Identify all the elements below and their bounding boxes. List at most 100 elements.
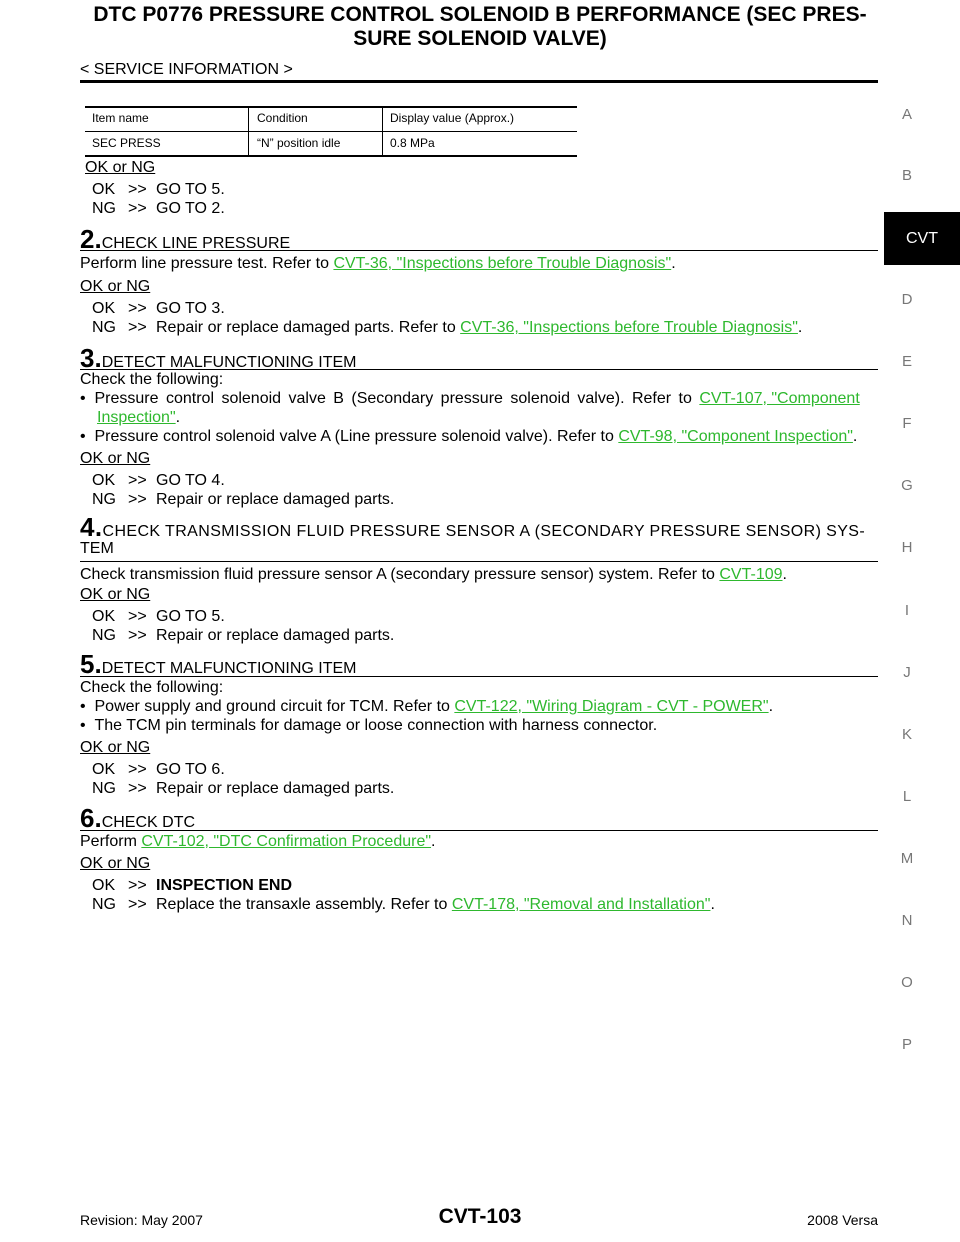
reference-link[interactable]: CVT-98, "Component Inspection" [618,428,853,445]
table-header-item-name: Item name [92,111,149,125]
page-title-line-2: SURE SOLENOID VALVE) [353,27,607,50]
bullet-text: Pressure control solenoid valve B (Secon… [94,390,700,407]
bullet-text: Power supply and ground circuit for TCM.… [94,698,455,715]
side-index-e[interactable]: E [901,353,912,370]
side-index-m[interactable]: M [900,850,914,867]
ng-label: NG [92,319,116,336]
table-cell: SEC PRESS [92,136,161,150]
page-title-line-1: DTC P0776 PRESSURE CONTROL SOLENOID B PE… [93,3,867,26]
step-intro: Check the following: [80,371,224,388]
ng-result: NG >> GO TO 2. [92,200,225,218]
step-body-text: Perform [80,833,142,850]
step-heading: 2.CHECK LINE PRESSURE [80,224,290,255]
table-header-condition: Condition [257,111,308,125]
reference-link[interactable]: Inspection" [97,409,176,426]
side-index-n[interactable]: N [901,912,913,929]
arrow-label: >> [128,761,147,778]
step-intro: Check the following: [80,679,224,696]
side-index-p[interactable]: P [901,1036,912,1053]
side-index-f[interactable]: F [902,415,912,432]
step-number: 3. [80,343,102,373]
ok-or-ng-label: OK or NG [80,855,151,872]
ng-action: Replace the transaxle assembly. Refer to [156,896,452,913]
reference-link[interactable]: CVT-178, "Removal and Installation" [451,896,711,913]
ng-action: Repair or replace damaged parts. [156,627,395,644]
ok-label: OK [92,608,116,625]
bullet-text: Pressure control solenoid valve A (Line … [94,428,619,445]
arrow-label: >> [128,627,147,644]
bullet-item: • The TCM pin terminals for damage or lo… [80,717,658,734]
reference-link[interactable]: CVT-36, "Inspections before Trouble Diag… [333,255,672,272]
table-cell: 0.8 MPa [390,136,435,150]
table-divider [248,106,249,156]
side-index-a[interactable]: A [901,106,912,123]
ok-label: OK [92,472,116,489]
reference-link[interactable]: CVT-36, "Inspections before Trouble Diag… [460,319,798,336]
ok-result: OK>>INSPECTION END [92,877,292,895]
step-body: Check transmission fluid pressure sensor… [80,566,787,583]
side-index-h[interactable]: H [901,539,913,556]
table-top-rule [85,106,577,108]
step-rule [80,369,878,370]
step-number: 2. [80,224,102,254]
arrow-label: >> [128,200,147,217]
table-header-display-value: Display value (Approx.) [390,111,515,125]
ok-action: GO TO 3. [156,300,225,317]
ok-label: OK [92,181,116,198]
breadcrumb: < SERVICE INFORMATION > [80,61,293,78]
table-cell: “N” position idle [257,136,341,150]
ok-result: OK>>GO TO 4. [92,472,225,490]
side-index-i[interactable]: I [904,602,910,619]
ng-action: Repair or replace damaged parts. Refer t… [156,319,461,336]
table-header-row: Item name Condition Display value (Appro… [85,106,577,131]
ok-result: OK>>GO TO 6. [92,761,225,779]
parameter-table: Item name Condition Display value (Appro… [85,106,577,157]
arrow-label: >> [128,300,147,317]
bullet-item: • Pressure control solenoid valve B (Sec… [80,390,860,407]
reference-link[interactable]: CVT-122, "Wiring Diagram - CVT - POWER" [454,698,769,715]
table-bottom-rule [85,155,577,157]
side-index-k[interactable]: K [901,726,912,743]
ok-label: OK [92,300,116,317]
side-index-j[interactable]: J [903,664,911,681]
side-index-l[interactable]: L [902,788,912,805]
ok-result: OK >> GO TO 3. [92,300,225,318]
table-row: SEC PRESS “N” position idle 0.8 MPa [85,131,577,156]
ng-result: NG >> Repair or replace damaged parts. [92,627,394,645]
side-index-g[interactable]: G [901,477,913,494]
ok-or-ng-label: OK or NG [80,739,151,756]
bullet-item: • Pressure control solenoid valve A (Lin… [80,428,858,445]
bullet-item: • Power supply and ground circuit for TC… [80,698,774,715]
ng-label: NG [92,627,116,644]
ng-result: NG>>Repair or replace damaged parts. Ref… [92,319,803,336]
ok-or-ng-label: OK or NG [80,586,151,603]
ng-result: NG>>Repair or replace damaged parts. [92,491,394,509]
reference-link[interactable]: CVT-109 [719,566,783,583]
ng-action: Repair or replace damaged parts. [156,491,395,508]
ok-or-ng-label: OK or NG [80,278,151,295]
step-heading: 3.DETECT MALFUNCTIONING ITEM [80,343,357,374]
ng-label: NG [92,896,116,913]
step-rule [80,561,878,562]
reference-link[interactable]: CVT-102, "DTC Confirmation Procedure" [141,833,432,850]
ng-action: GO TO 2. [156,200,225,217]
step-body: Perform line pressure test. Refer to CVT… [80,255,676,272]
arrow-label: >> [128,472,147,489]
step-heading: 5.DETECT MALFUNCTIONING ITEM [80,649,357,680]
reference-link[interactable]: CVT-107, "Component [699,390,860,407]
step-heading: 4.CHECK TRANSMISSION FLUID PRESSURE SENS… [80,512,865,543]
page-title: DTC P0776 PRESSURE CONTROL SOLENOID B PE… [0,3,960,51]
arrow-label: >> [128,181,147,198]
ng-label: NG [92,200,116,217]
arrow-label: >> [128,608,147,625]
side-index-o[interactable]: O [901,974,913,991]
side-index-b[interactable]: B [901,167,912,184]
bullet-continuation: Inspection". [97,409,181,426]
footer-revision: Revision: May 2007 [80,1212,203,1228]
step-number: 4. [80,512,103,542]
arrow-label: >> [128,896,147,913]
side-index-cvt-tab[interactable]: CVT [884,212,960,265]
side-index-d[interactable]: D [901,291,913,308]
ng-label: NG [92,491,116,508]
ng-action: Repair or replace damaged parts. [156,780,395,797]
